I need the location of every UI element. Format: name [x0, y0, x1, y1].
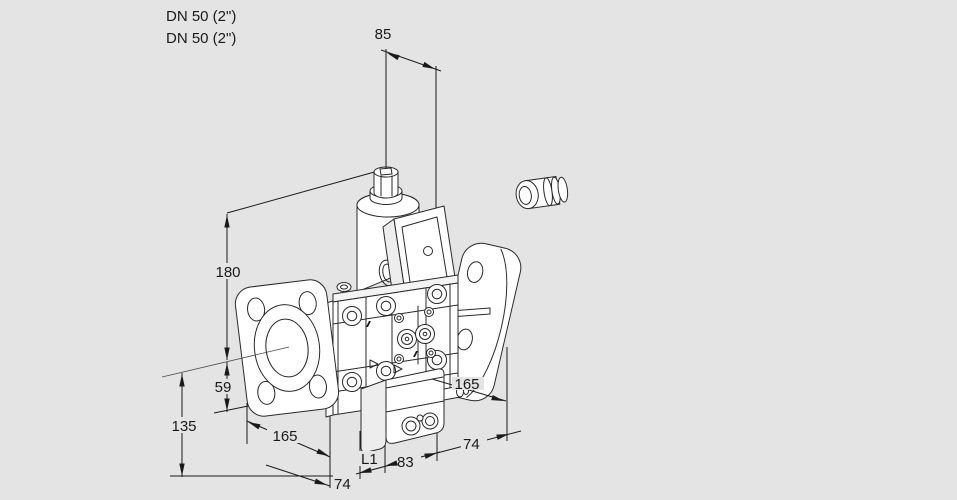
box-screw	[423, 246, 433, 256]
dim-83: 83	[397, 454, 414, 471]
dim-165-right: 165	[454, 376, 479, 393]
dim-135: 135	[171, 418, 196, 435]
seal-mark	[413, 351, 418, 357]
body-bolts	[342, 284, 447, 392]
label-backgrounds	[165, 263, 487, 469]
flow-arrow	[369, 359, 379, 369]
seal-mark	[366, 321, 371, 327]
dim-165-left: 165	[272, 428, 297, 445]
dn-label-top: DN 50 (2")	[166, 8, 236, 25]
pressure-regulator	[360, 368, 469, 453]
dim-l1: L1	[361, 451, 378, 468]
cable-gland	[515, 175, 569, 210]
nut-recess	[379, 167, 393, 176]
dim-59: 59	[215, 379, 232, 396]
bore	[265, 318, 309, 378]
dim-180: 180	[215, 264, 240, 281]
dim-74-bottom: 74	[334, 476, 351, 493]
dn-label-bottom: DN 50 (2")	[166, 30, 236, 47]
flow-arrow	[393, 364, 403, 374]
terminal-box	[382, 205, 457, 305]
centerline	[161, 346, 290, 378]
dim-85: 85	[375, 26, 392, 43]
front-flange	[234, 279, 340, 417]
dim-74-right: 74	[463, 436, 480, 453]
valve-assembly	[161, 166, 522, 453]
